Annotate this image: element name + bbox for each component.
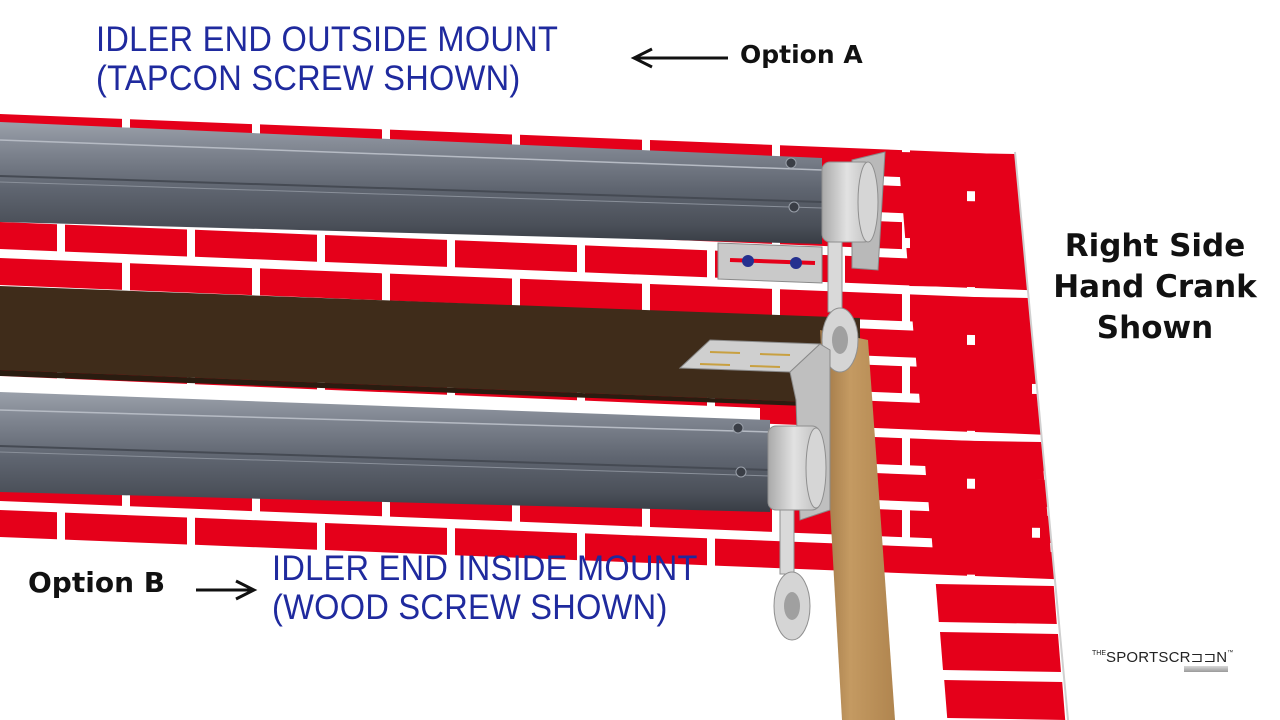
- brick: [1170, 377, 1280, 409]
- brick: [1235, 415, 1280, 447]
- brick: [1105, 194, 1227, 226]
- brick: [325, 235, 447, 267]
- brick: [390, 273, 512, 306]
- brick: [260, 268, 382, 301]
- brick: [0, 507, 57, 540]
- logo-trademark: ™: [1227, 650, 1234, 656]
- brick: [1235, 559, 1280, 591]
- wood-jamb: [820, 330, 895, 720]
- brick: [1040, 515, 1068, 548]
- brick: [585, 245, 707, 278]
- brick: [1040, 155, 1068, 188]
- brick: [927, 488, 1049, 528]
- side-label-line-2: Hand Crank: [1053, 269, 1257, 305]
- outside-mount-title: IDLER END OUTSIDE MOUNT: [96, 20, 559, 59]
- wood-header: [0, 286, 860, 404]
- logo-prefix: THE: [1092, 650, 1106, 657]
- brick: [1170, 161, 1280, 193]
- option-b-label: Option B: [28, 566, 166, 599]
- brick: [1040, 443, 1068, 476]
- logo-screen-stand-icon: [1184, 666, 1228, 672]
- brick: [65, 224, 187, 257]
- brick: [944, 680, 1066, 720]
- outside-mount-subtitle: (TAPCON SCREW SHOWN): [96, 59, 521, 98]
- option-a-arrow-icon: [630, 47, 728, 69]
- brick: [1105, 554, 1227, 586]
- brick: [325, 523, 447, 555]
- brick: [906, 248, 1028, 288]
- brick: [914, 344, 1036, 384]
- logo-brand: SPORTSCR⊐⊐N: [1106, 649, 1228, 666]
- brick: [919, 392, 1040, 432]
- side-label-line-1: Right Side: [1064, 228, 1246, 264]
- side-label-line-3: Shown: [1096, 310, 1214, 346]
- brick: [1040, 371, 1068, 404]
- top-roller-tube: [0, 122, 823, 244]
- inside-mount-label: IDLER END INSIDE MOUNT (WOOD SCREW SHOWN…: [272, 549, 698, 627]
- brick: [1235, 487, 1280, 519]
- brick: [0, 258, 122, 290]
- bottom-idler-end-cap: [767, 425, 827, 641]
- brick: [65, 512, 187, 545]
- brick: [1170, 449, 1280, 481]
- brick: [1170, 521, 1280, 553]
- brick: [940, 632, 1061, 672]
- tapcon-screw-icon: [729, 255, 816, 269]
- brick: [130, 263, 252, 296]
- inside-mount-subtitle: (WOOD SCREW SHOWN): [272, 588, 668, 627]
- brick: [195, 229, 317, 262]
- brick: [898, 152, 1019, 192]
- brick: [923, 440, 1045, 480]
- brick: [931, 536, 1053, 576]
- brick: [585, 533, 707, 566]
- brick: [650, 284, 772, 316]
- brick: [1105, 482, 1227, 514]
- brick: [195, 517, 317, 550]
- inside-mount-title: IDLER END INSIDE MOUNT: [272, 549, 698, 588]
- outside-mount-label: IDLER END OUTSIDE MOUNT (TAPCON SCREW SH…: [96, 20, 558, 98]
- option-b-arrow-icon: [196, 579, 258, 601]
- brick: [0, 219, 57, 252]
- brick: [520, 278, 642, 311]
- brick: [1105, 410, 1227, 442]
- option-a-label: Option A: [740, 40, 863, 69]
- brick: [902, 200, 1024, 240]
- sportscreen-logo: THESPORTSCR⊐⊐N™: [1092, 648, 1234, 672]
- brick: [910, 296, 1032, 336]
- top-idler-end-cap: [821, 161, 879, 373]
- brick: [455, 240, 577, 273]
- brick: [715, 538, 837, 571]
- hand-crank-side-label: Right Side Hand Crank Shown: [1040, 226, 1270, 349]
- bottom-roller-tube: [0, 392, 771, 512]
- brick: [455, 528, 577, 561]
- brick: [935, 584, 1057, 624]
